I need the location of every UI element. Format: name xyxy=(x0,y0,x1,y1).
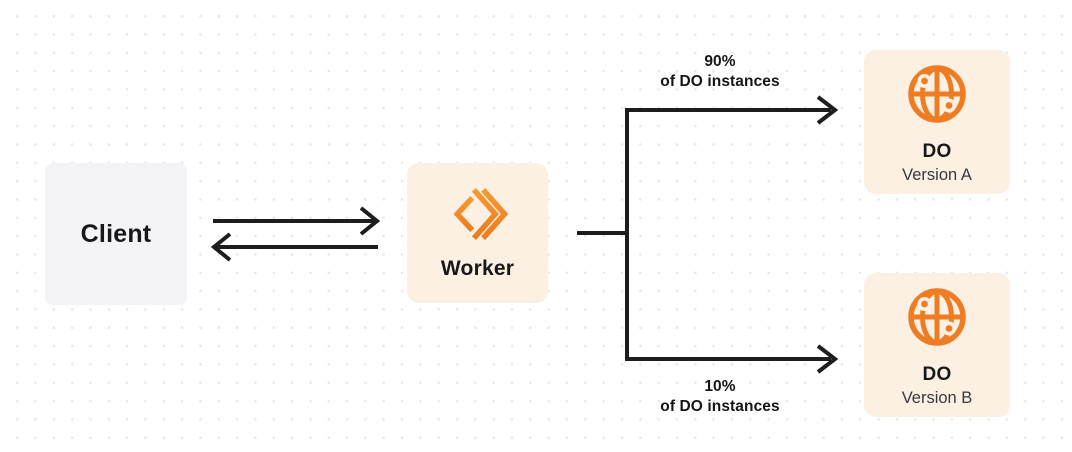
edge-label-version-b-caption: of DO instances xyxy=(660,397,780,415)
arrowhead-to-version-a xyxy=(816,95,839,125)
do-version-b-node: DO Version B xyxy=(864,273,1010,417)
globe-icon xyxy=(905,285,969,349)
branch-trunk xyxy=(625,108,831,361)
workers-chevrons-icon xyxy=(448,184,508,244)
edge-label-version-b-percent: 10% xyxy=(704,378,736,395)
arrowhead-to-version-b xyxy=(816,344,839,374)
edge-label-version-a-percent: 90% xyxy=(704,53,736,70)
client-label: Client xyxy=(80,219,152,248)
edge-label-version-a-caption: of DO instances xyxy=(660,72,780,90)
do-a-title: DO xyxy=(922,141,952,162)
do-version-a-node: DO Version A xyxy=(864,50,1010,194)
do-a-subtitle: Version A xyxy=(902,166,972,184)
edge-label-version-a: 90% of DO instances xyxy=(595,52,845,91)
globe-icon xyxy=(905,62,969,126)
worker-label: Worker xyxy=(440,257,515,280)
worker-node: Worker xyxy=(407,163,548,303)
arrowhead-left xyxy=(210,232,232,262)
do-b-subtitle: Version B xyxy=(901,389,973,407)
client-node: Client xyxy=(45,163,187,305)
arrowhead-right xyxy=(359,206,381,236)
do-b-title: DO xyxy=(922,364,952,385)
edge-label-version-b: 10% of DO instances xyxy=(595,377,845,416)
